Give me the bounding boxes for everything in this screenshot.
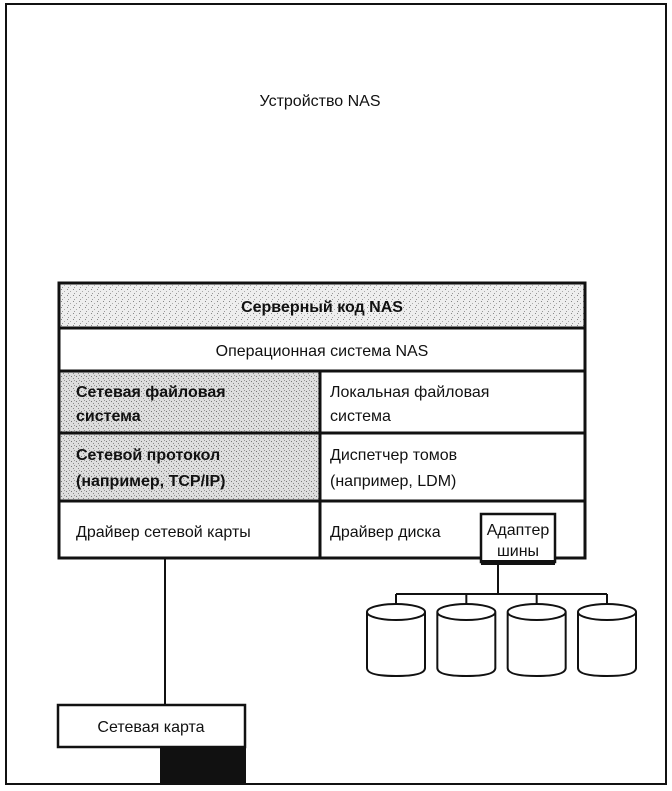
disk-cylinder <box>365 603 426 678</box>
bus-adapter-port <box>481 560 555 565</box>
network-fs-label-2: система <box>76 408 141 425</box>
disk-icon <box>436 594 497 678</box>
nic-driver-label: Драйвер сетевой карты <box>76 524 251 541</box>
disk-driver-label: Драйвер диска <box>330 524 441 541</box>
local-fs-layer <box>318 369 587 435</box>
disk-cylinder <box>576 603 637 678</box>
disk-cylinder <box>506 603 567 678</box>
nas-device-title: Устройство NAS <box>259 93 380 110</box>
disk-icon <box>365 594 426 678</box>
network-protocol-layer <box>57 431 322 503</box>
disk-icon <box>576 594 637 678</box>
software-stack: Серверный код NAS Операционная система N… <box>57 281 587 565</box>
volume-manager-label-2: (например, LDM) <box>330 473 456 490</box>
local-fs-label-2: система <box>330 408 391 425</box>
network-protocol-label-1: Сетевой протокол <box>76 447 220 464</box>
disk-bus <box>396 565 607 595</box>
volume-manager-layer <box>318 431 587 503</box>
disk-array <box>365 594 637 678</box>
nas-device-frame <box>5 3 667 785</box>
network-card-box <box>56 703 247 749</box>
volume-manager-label-1: Диспетчер томов <box>330 447 457 464</box>
os-label: Операционная система NAS <box>216 343 429 360</box>
local-fs-label-1: Локальная файловая <box>330 384 489 401</box>
disk-cylinder <box>436 603 497 678</box>
network-card-label: Сетевая карта <box>97 719 204 736</box>
bus-adapter-label-1: Адаптер <box>487 522 550 539</box>
network-protocol-label-2: (например, TCP/IP) <box>76 473 225 490</box>
nic-driver-layer <box>57 499 322 560</box>
bus-adapter-label-2: шины <box>497 543 539 560</box>
disk-icon <box>506 594 567 678</box>
network-port <box>160 747 246 784</box>
bus-adapter-box <box>479 512 557 564</box>
network-fs-label-1: Сетевая файловая <box>76 384 226 401</box>
server-code-label: Серверный код NAS <box>241 299 403 316</box>
